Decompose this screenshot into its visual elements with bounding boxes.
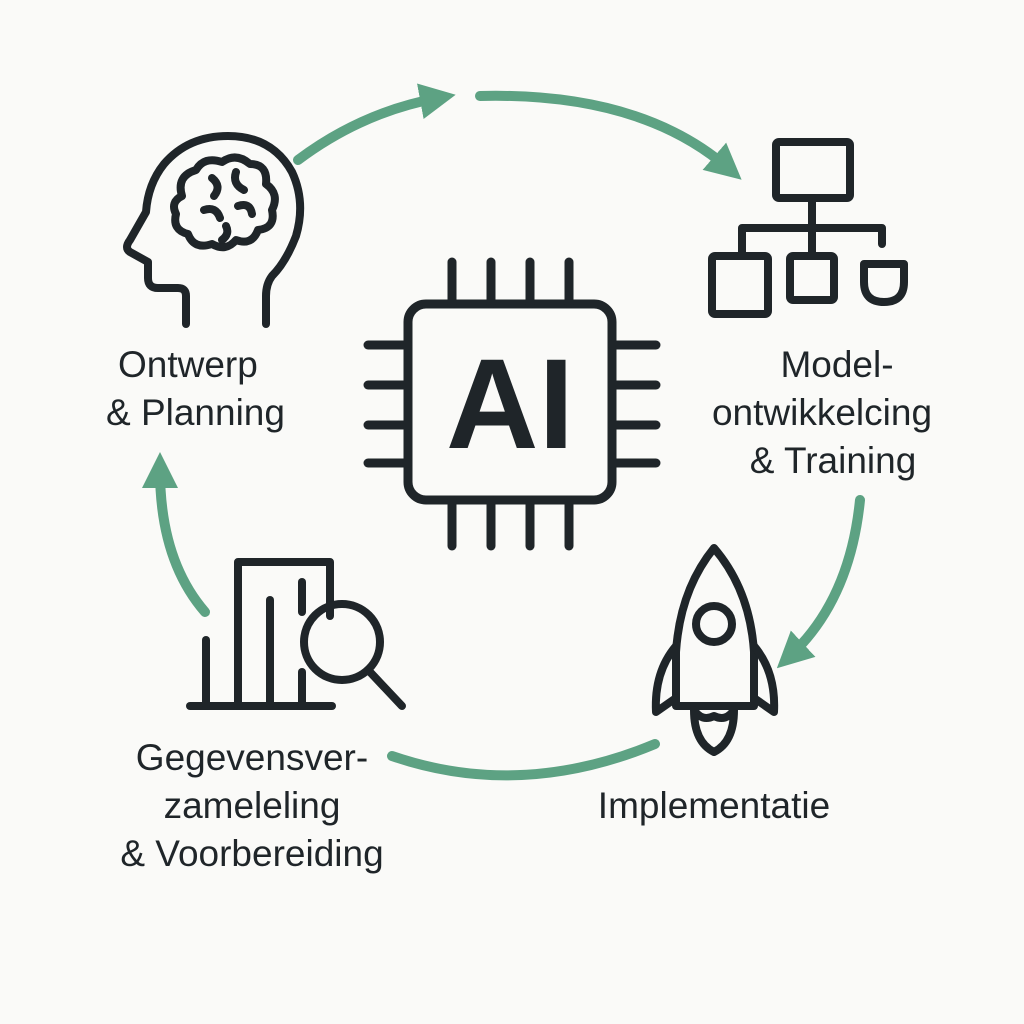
stage-label-line: zameleling <box>163 785 341 826</box>
stage-label-line: & Training <box>749 440 917 481</box>
stage-label-line: Model- <box>780 344 894 385</box>
data-search-chart-icon <box>186 558 406 710</box>
stage-label-line: Ontwerp <box>118 344 258 385</box>
stage-label-line: & Planning <box>106 392 285 433</box>
center-chip-label: AI <box>446 333 574 476</box>
cpu-chip-icon <box>363 257 661 551</box>
rocket-icon <box>651 544 779 756</box>
arrow-design-to-top <box>293 83 456 165</box>
stage-label-data: Gegevensver- zameleling & Voorbereiding <box>96 734 408 878</box>
stage-label-line: Implementatie <box>597 785 831 826</box>
stage-label-line: Gegevensver- <box>135 737 369 778</box>
hierarchy-diagram-icon <box>708 138 908 318</box>
arrow-deploy-to-data <box>387 739 660 781</box>
arrow-model-to-deploy <box>776 495 865 669</box>
arrow-data-to-design <box>142 452 210 617</box>
stage-label-deploy: Implementatie <box>578 782 850 830</box>
arrow-top-to-model <box>475 90 742 180</box>
brain-head-icon <box>123 132 305 328</box>
cycle-arrows <box>142 83 865 781</box>
stage-label-line: ontwikkelcing <box>711 392 933 433</box>
stage-label-line: & Voorbereiding <box>120 833 384 874</box>
stage-label-model: Model- ontwikkelcing & Training <box>694 341 950 485</box>
stage-label-design: Ontwerp & Planning <box>106 341 285 437</box>
